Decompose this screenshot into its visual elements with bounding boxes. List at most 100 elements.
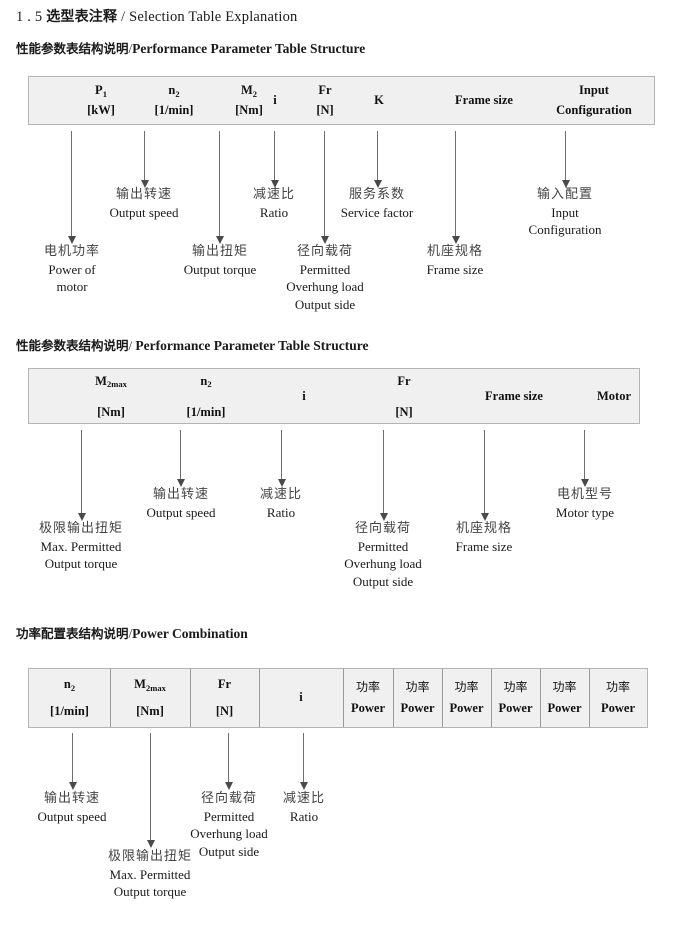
table3-col-m2max-unit: [Nm] [136, 703, 164, 718]
arrow-to-max-permitted-output-torque-3 [146, 733, 155, 848]
table1-col-frame-size-label: Frame size [455, 92, 513, 107]
arrow-to-motor-type-2 [580, 430, 589, 487]
arrow-to-output-torque [215, 131, 224, 244]
annotation-service-factor-1: 服务系数 Service factor [340, 187, 414, 220]
annotation-max-permitted-output-torque-2: 极限输出扭矩 Max. Permitted Output torque [38, 521, 123, 572]
table3-col-power-6-en: Power [600, 701, 635, 716]
table2-col-i-symbol: i [302, 389, 306, 404]
table1-col-n2-sub: 2 [175, 88, 180, 99]
table1-col-fr-unit: [N] [316, 102, 334, 117]
table1-col-m2-unit: [Nm] [235, 102, 263, 117]
section-heading-2-cn: 性能参数表结构说明 [16, 338, 129, 353]
table2-col-m2max-symbol: M [95, 373, 107, 388]
annotation-output-speed-3: 输出转速 Output speed [37, 791, 107, 824]
annotation-power-of-motor-1: 电机功率 Power of motor [43, 244, 100, 295]
annotation-ratio-1: 减速比 Ratio [252, 187, 295, 220]
section-heading-3-en: Power Combination [132, 626, 248, 641]
table1-col-p1-sub: 1 [102, 88, 107, 99]
arrow-to-input-configuration [561, 131, 570, 188]
table1-col-fr-symbol: Fr [318, 83, 332, 98]
table1-col-m2-symbol: M [240, 83, 253, 98]
table1-col-configuration-label: Configuration [556, 102, 632, 117]
table2-col-i: i [269, 371, 339, 423]
table3-col-power-5: 功率 Power [540, 669, 589, 727]
table3-col-power-3: 功率 Power [442, 669, 491, 727]
arrow-to-permitted-overhung-load-2 [379, 430, 388, 521]
table1-col-frame-size: Frame size [414, 77, 554, 124]
arrow-to-service-factor [373, 131, 382, 188]
table1-col-i-symbol: i [273, 92, 277, 107]
arrow-to-output-speed-3 [68, 733, 77, 790]
table2-col-n2-symbol: n [200, 373, 208, 388]
table3-col-n2-symbol: n [63, 677, 71, 692]
table1-col-input-configuration: Input Configuration [524, 77, 664, 124]
table3-col-power-6-cn: 功率 [605, 679, 630, 694]
table3-col-fr-unit: [N] [215, 703, 234, 718]
table1-col-p1-unit: [kW] [87, 102, 115, 117]
table3-col-m2max-symbol: M [134, 677, 146, 692]
annotation-frame-size-1: 机座规格 Frame size [426, 244, 484, 277]
table2-col-frame-size: Frame size [454, 371, 574, 423]
table2-col-fr: Fr [N] [369, 371, 439, 423]
table3-col-power-3-en: Power [449, 701, 484, 716]
annotation-ratio-2: 减速比 Ratio [259, 487, 302, 520]
performance-parameter-table-2: M2max [Nm] n2 [1/min] i Fr [N] Frame siz… [28, 368, 640, 424]
performance-parameter-table-1: P1 [kW] n2 [1/min] M2 [Nm] i Fr [N] K Fr… [28, 76, 655, 125]
section-heading-3: 功率配置表结构说明/Power Combination [16, 623, 248, 642]
arrow-to-permitted-overhung-load-3 [224, 733, 233, 790]
section-heading-3-sep: / [128, 626, 133, 641]
table3-col-power-5-cn: 功率 [552, 679, 577, 694]
table2-col-m2max-sub: 2max [106, 379, 127, 390]
section-heading-1-en: Performance Parameter Table Structure [132, 41, 366, 56]
table2-col-n2: n2 [1/min] [162, 371, 250, 423]
table1-col-fr: Fr [N] [295, 77, 355, 124]
table1-col-k: K [349, 77, 409, 124]
table1-col-m2-sub: 2 [252, 88, 258, 99]
annotation-output-torque-1: 输出扭矩 Output torque [183, 244, 257, 277]
table2-col-motor: Motor [554, 371, 674, 423]
table3-col-n2-sub: 2 [70, 682, 76, 693]
annotation-permitted-overhung-load-2: 径向载荷 Permitted Overhung load Output side [344, 521, 422, 589]
table3-col-power-1: 功率 Power [343, 669, 393, 727]
table3-col-power-4-cn: 功率 [503, 679, 528, 694]
page-title: 1 . 5 选型表注释 / Selection Table Explanatio… [16, 6, 298, 26]
table3-col-power-1-cn: 功率 [355, 679, 380, 694]
table2-col-frame-size-label: Frame size [485, 389, 543, 404]
table2-col-fr-symbol: Fr [397, 373, 411, 388]
table3-col-fr: Fr [N] [190, 669, 259, 727]
annotation-max-permitted-output-torque-3: 极限输出扭矩 Max. Permitted Output torque [107, 849, 192, 900]
annotation-output-speed-1: 输出转速 Output speed [109, 187, 179, 220]
table3-col-i: i [259, 669, 343, 727]
table3-col-m2max-sub: 2max [145, 682, 166, 693]
table3-col-power-1-en: Power [350, 701, 385, 716]
table3-col-power-2-en: Power [400, 701, 435, 716]
section-heading-2: 性能参数表结构说明/ Performance Parameter Table S… [16, 335, 368, 354]
section-heading-1: 性能参数表结构说明/Performance Parameter Table St… [16, 38, 365, 57]
annotation-motor-type-2: 电机型号 Motor type [555, 487, 615, 520]
annotation-permitted-overhung-load-3: 径向载荷 Permitted Overhung load Output side [190, 791, 268, 859]
page-title-separator: / [121, 9, 126, 25]
table1-col-n2: n2 [1/min] [132, 77, 216, 124]
arrow-to-max-permitted-output-torque-2 [77, 430, 86, 521]
table3-col-power-2-cn: 功率 [405, 679, 430, 694]
table3-col-n2-unit: [1/min] [50, 703, 89, 718]
annotation-ratio-3: 减速比 Ratio [282, 791, 325, 824]
table2-col-fr-unit: [N] [395, 405, 413, 419]
table2-col-m2max-unit: [Nm] [97, 405, 125, 419]
table3-col-n2: n2 [1/min] [29, 669, 110, 727]
table3-col-power-2: 功率 Power [393, 669, 442, 727]
arrow-to-output-speed-2 [176, 430, 185, 487]
table2-col-n2-sub: 2 [207, 379, 212, 390]
arrow-to-frame-size-2 [480, 430, 489, 521]
annotation-output-speed-2: 输出转速 Output speed [146, 487, 216, 520]
table3-col-power-6: 功率 Power [589, 669, 647, 727]
table1-col-n2-unit: [1/min] [154, 102, 194, 117]
annotation-input-configuration-1: 输入配置 Input Configuration [528, 187, 602, 238]
arrow-to-ratio-2 [277, 430, 286, 487]
table3-col-fr-symbol: Fr [217, 677, 232, 692]
table3-col-i-symbol: i [299, 690, 303, 705]
table3-col-power-5-en: Power [547, 701, 582, 716]
table3-col-power-3-cn: 功率 [454, 679, 479, 694]
annotation-frame-size-2: 机座规格 Frame size [455, 521, 513, 554]
